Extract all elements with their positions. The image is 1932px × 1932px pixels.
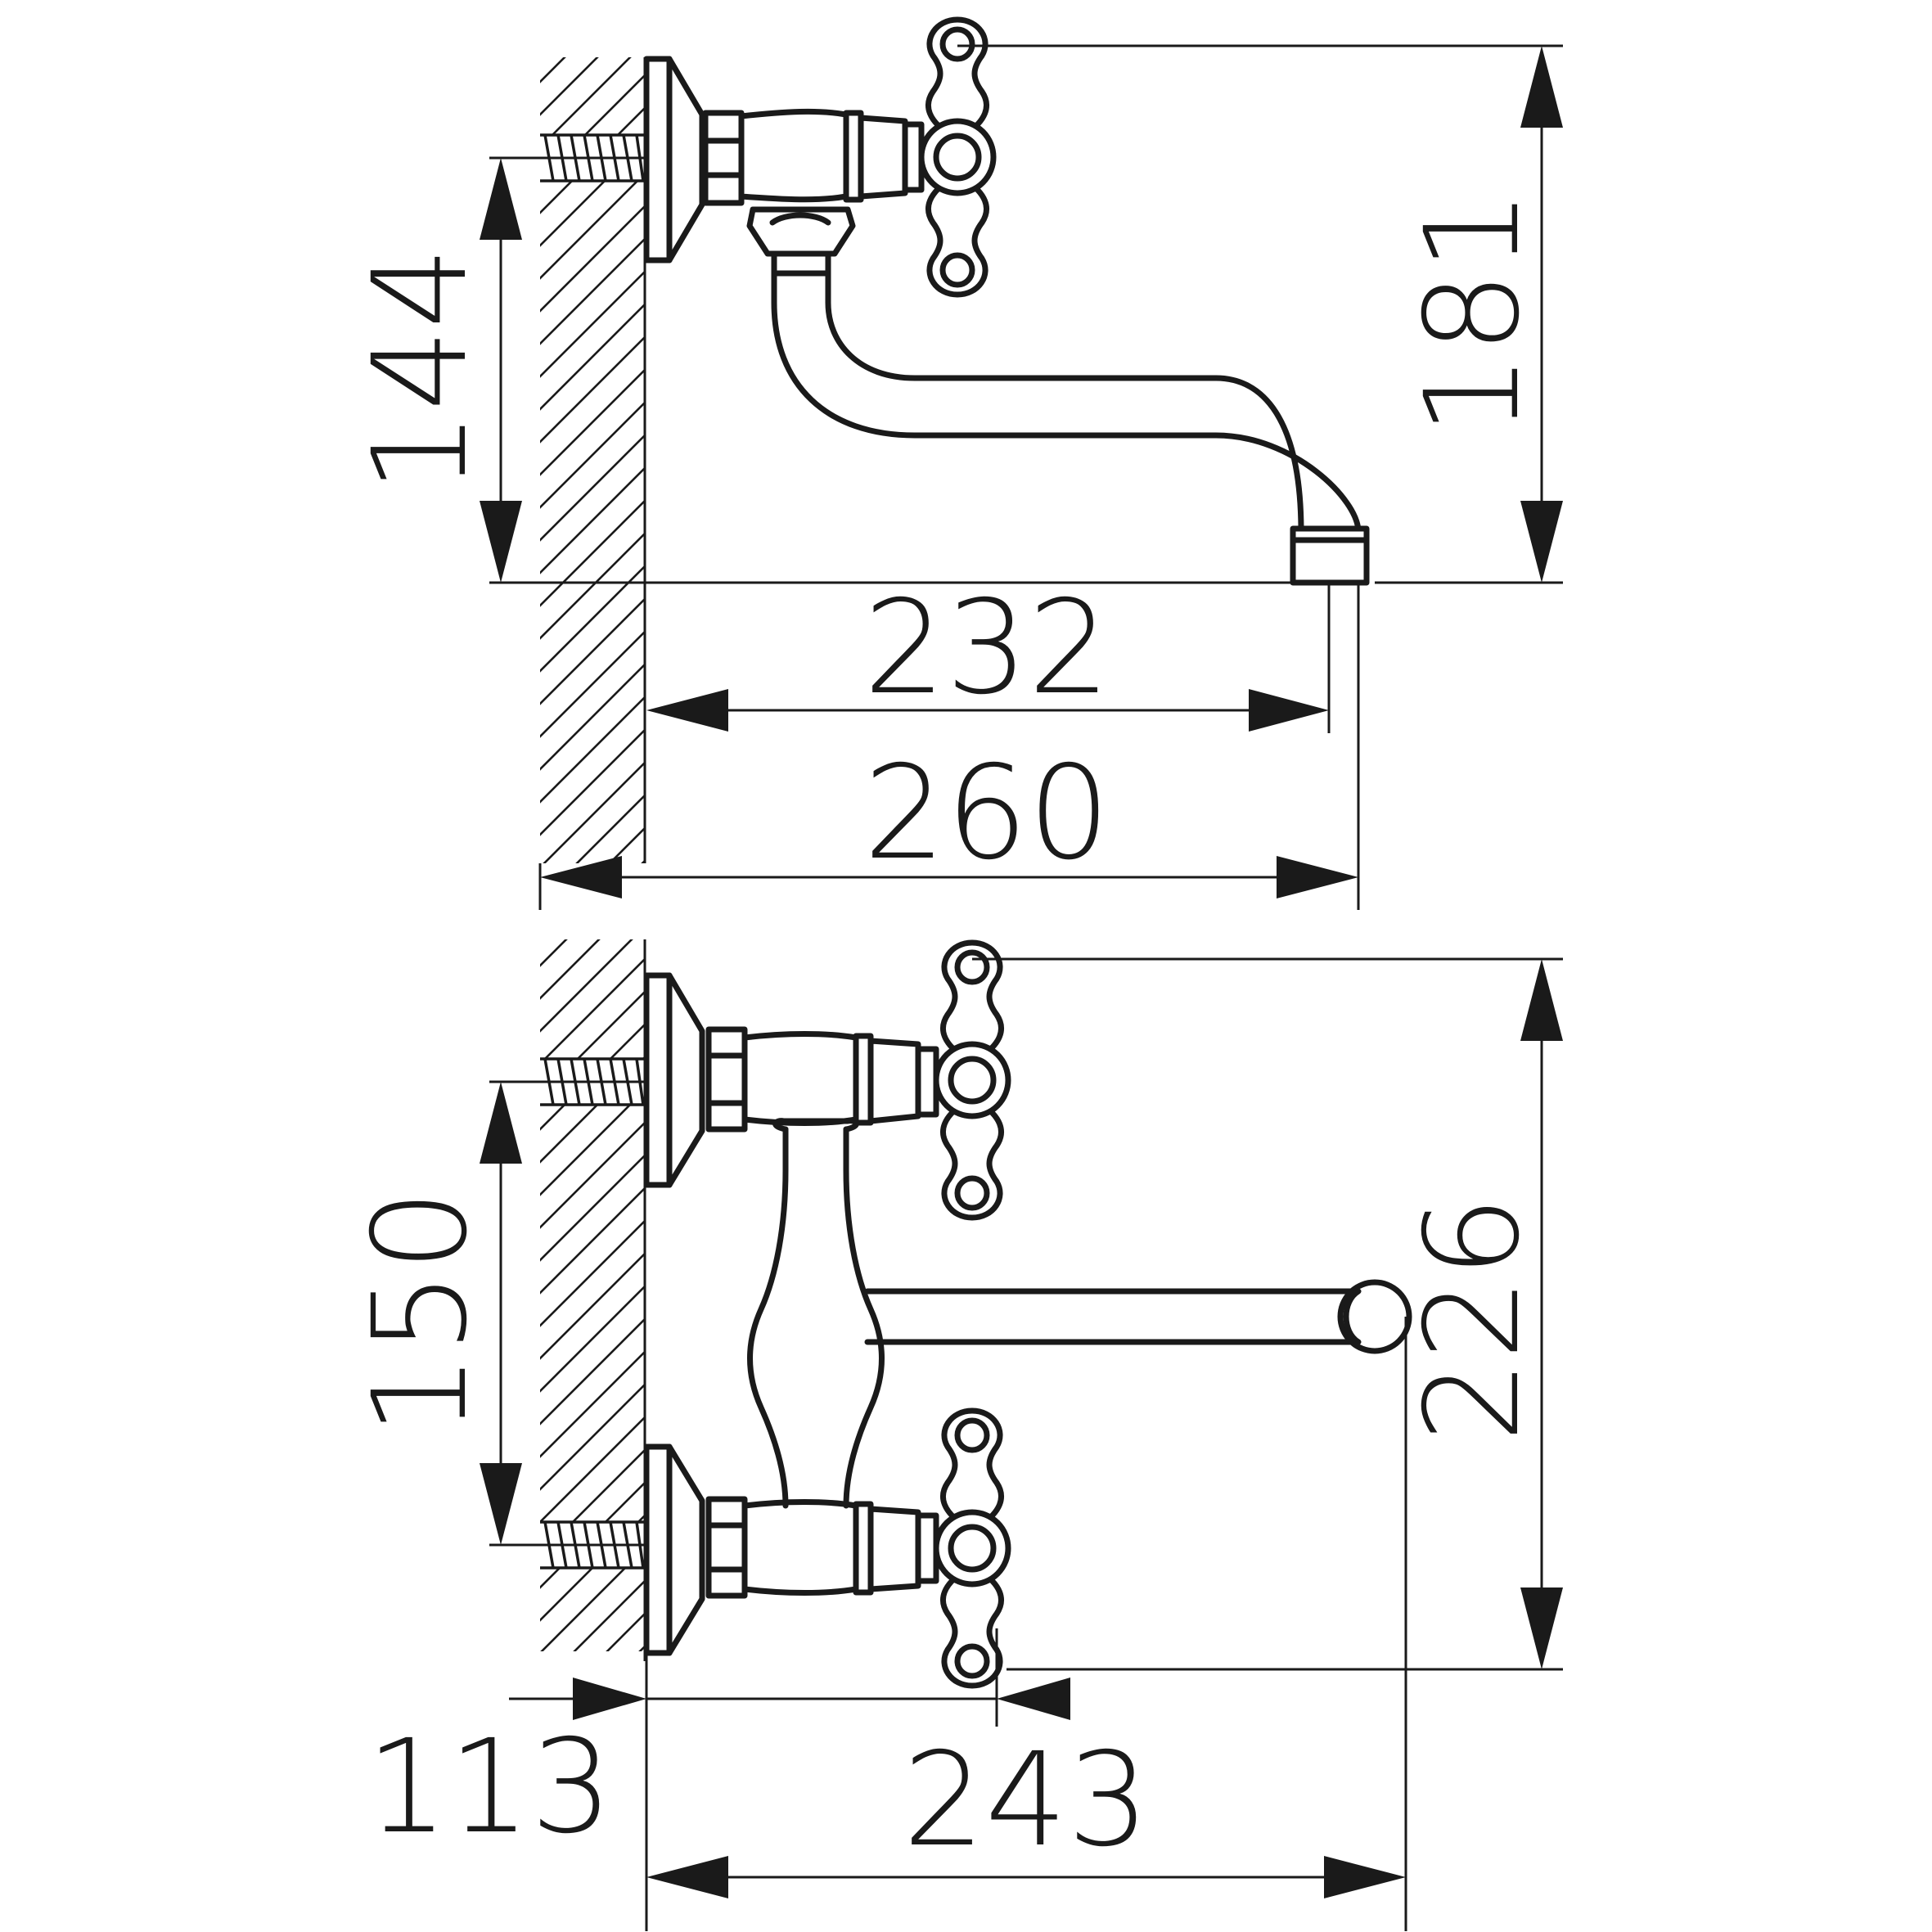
dimension-150: 150 xyxy=(345,1082,522,1545)
front-view: 150 226 113 243 xyxy=(345,939,1563,1931)
lower-valve-body xyxy=(741,1499,859,1596)
upper-inlet-assembly xyxy=(489,943,1008,1218)
dimension-label-144: 144 xyxy=(345,246,496,493)
dimension-144: 144 xyxy=(345,156,1563,584)
central-riser-body xyxy=(747,1126,789,1509)
spout-pipe-side xyxy=(771,270,1362,535)
upper-cross-handle xyxy=(936,943,1008,1218)
upper-valve-headwork xyxy=(867,1038,921,1124)
lower-hex-nut xyxy=(705,1496,748,1599)
valve-body-side xyxy=(738,108,849,203)
spout-pipe-front xyxy=(864,1288,1362,1345)
dimension-226: 226 xyxy=(972,957,1563,1671)
upper-wall-plate xyxy=(643,972,705,1188)
dimension-label-260: 260 xyxy=(863,738,1110,889)
dimension-113: 113 xyxy=(366,1628,1070,1931)
wall-section-side xyxy=(540,57,645,863)
spout-end-front xyxy=(1337,1279,1412,1354)
aerator-side xyxy=(1290,525,1370,586)
lower-valve-headwork xyxy=(867,1506,921,1592)
valve-headwork-side xyxy=(858,115,908,200)
cross-handle-side xyxy=(921,20,993,295)
hex-nut-side xyxy=(702,110,745,206)
dimension-label-243: 243 xyxy=(903,1725,1150,1876)
upper-hex-nut xyxy=(705,1026,748,1133)
dimension-232: 232 xyxy=(646,573,1331,733)
dimension-label-181: 181 xyxy=(1398,189,1548,436)
upper-valve-body xyxy=(741,1031,859,1126)
dimension-label-226: 226 xyxy=(1398,1196,1548,1443)
side-view: 144 181 232 260 xyxy=(345,20,1563,910)
lower-wall-plate xyxy=(643,1443,705,1656)
dimension-label-150: 150 xyxy=(345,1189,496,1436)
dimension-label-232: 232 xyxy=(863,573,1110,723)
dimension-181: 181 xyxy=(957,44,1563,583)
wall-plate-side xyxy=(643,56,705,263)
dimension-label-113: 113 xyxy=(366,1712,613,1862)
dimension-243: 243 xyxy=(646,1317,1407,1931)
dimension-260: 260 xyxy=(538,583,1360,910)
